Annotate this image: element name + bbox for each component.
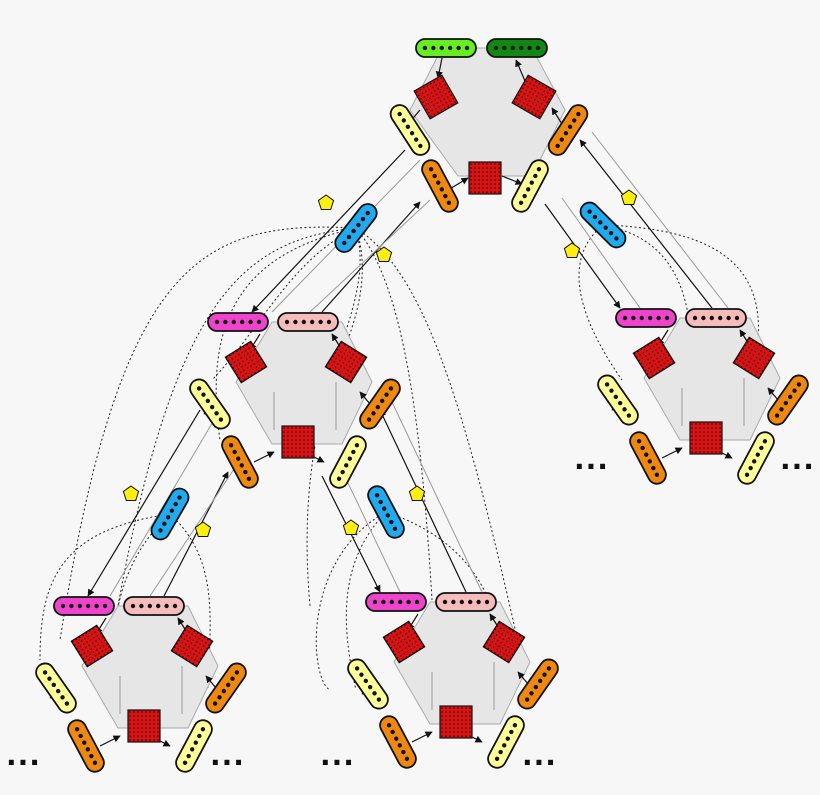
dotted-capsule-icon (53, 596, 115, 616)
dotted-capsule-icon (421, 159, 459, 213)
grid-matrix-icon (281, 425, 315, 459)
pentagon-icon (317, 194, 335, 210)
ellipsis-mark: ... (320, 739, 355, 772)
grid-matrix-icon (689, 421, 723, 455)
arrow-connector (767, 387, 779, 401)
dotted-connector (602, 224, 693, 421)
dotted-connector (215, 227, 357, 441)
thin-connector (309, 199, 431, 313)
grid-matrix-icon (70, 624, 114, 668)
dotted-capsule-icon (35, 662, 77, 714)
dotted-capsule-icon (487, 715, 525, 769)
dotted-capsule-icon (486, 38, 548, 58)
grid-matrix-icon (170, 624, 214, 668)
arrow-connector (517, 671, 529, 685)
dotted-capsule-icon (67, 719, 105, 773)
dotted-capsule-icon (277, 312, 339, 332)
dotted-capsule-icon (547, 104, 589, 156)
arrow-connector (253, 451, 275, 463)
thin-connector (337, 461, 401, 593)
ellipsis-mark: ... (780, 443, 815, 476)
dotted-capsule-icon (615, 308, 677, 328)
dotted-connector (111, 227, 357, 641)
dotted-capsule-icon (359, 378, 401, 430)
dotted-capsule-icon (389, 104, 431, 156)
arrow-connector (661, 447, 683, 459)
grid-matrix-icon (413, 74, 459, 120)
dotted-capsule-icon (365, 592, 427, 612)
dotted-connector (385, 511, 501, 661)
grid-matrix-icon (324, 340, 368, 384)
grid-matrix-icon (511, 74, 557, 120)
arrow-connector (359, 391, 371, 405)
arrow-connector (544, 203, 621, 309)
grid-matrix-icon (382, 620, 426, 664)
dotted-capsule-icon (205, 662, 247, 714)
node-shapes (35, 38, 809, 773)
dotted-capsule-icon (175, 719, 213, 773)
dotted-capsule-icon (435, 592, 497, 612)
ellipsis-mark: ... (574, 443, 609, 476)
arrow-connector (551, 107, 563, 125)
pentagon-icon (375, 246, 393, 262)
dotted-capsule-icon (189, 378, 231, 430)
ellipsis-mark: ... (6, 739, 41, 772)
arrow-connector (87, 409, 201, 597)
dotted-capsule-icon (767, 374, 809, 426)
pentagon-icon (620, 189, 638, 205)
grid-matrix-icon (482, 620, 526, 664)
grid-matrix-icon (732, 336, 776, 380)
dotted-capsule-icon (511, 159, 549, 213)
pentagon-icon (194, 521, 212, 537)
pentagon-icon (342, 519, 360, 535)
dotted-connector (355, 227, 433, 601)
arrow-connector (379, 409, 467, 593)
arrow-connector (251, 149, 406, 313)
dotted-capsule-icon (597, 374, 639, 426)
arrow-connector (579, 139, 713, 309)
arrow-connector (501, 175, 523, 185)
dotted-connector (315, 511, 387, 691)
dotted-capsule-icon (207, 312, 269, 332)
dotted-capsule-icon (379, 715, 417, 769)
arrow-connector (99, 735, 121, 747)
dotted-capsule-icon (517, 658, 559, 710)
grid-matrix-icon (439, 705, 473, 739)
thin-connector (109, 419, 215, 597)
pentagon-icon (408, 485, 426, 501)
grid-matrix-icon (224, 340, 268, 384)
dotted-capsule-icon (123, 596, 185, 616)
ellipsis-mark: ... (210, 739, 245, 772)
dotted-capsule-icon (685, 308, 747, 328)
dotted-capsule-icon (415, 38, 477, 58)
thin-connector (591, 131, 729, 309)
dotted-connector (602, 224, 760, 381)
pentagon-icon (563, 242, 581, 258)
dotted-capsule-icon (629, 431, 667, 485)
pentagon-icon (122, 485, 140, 501)
dotted-capsule-icon (221, 435, 259, 489)
ellipsis-mark: ... (522, 739, 557, 772)
arrow-connector (205, 675, 217, 689)
dotted-capsule-icon (579, 201, 627, 249)
thin-connector (561, 197, 641, 309)
thin-connector (391, 401, 483, 593)
thin-connector (149, 465, 237, 597)
dotted-connector (169, 513, 211, 689)
dotted-capsule-icon (347, 658, 389, 710)
arrow-connector (435, 57, 443, 79)
dotted-connector (306, 227, 361, 607)
dotted-capsule-icon (329, 435, 367, 489)
arrow-connector (321, 201, 421, 313)
dotted-capsule-icon (737, 431, 775, 485)
arrow-connector (411, 731, 433, 743)
grid-matrix-icon (632, 336, 676, 380)
grid-matrix-icon (127, 709, 161, 743)
dotted-capsule-icon (150, 487, 190, 541)
arrow-connector (163, 471, 229, 597)
grid-matrix-icon (468, 161, 502, 195)
dotted-capsule-icon (367, 485, 405, 539)
dotted-capsule-icon (334, 203, 378, 253)
